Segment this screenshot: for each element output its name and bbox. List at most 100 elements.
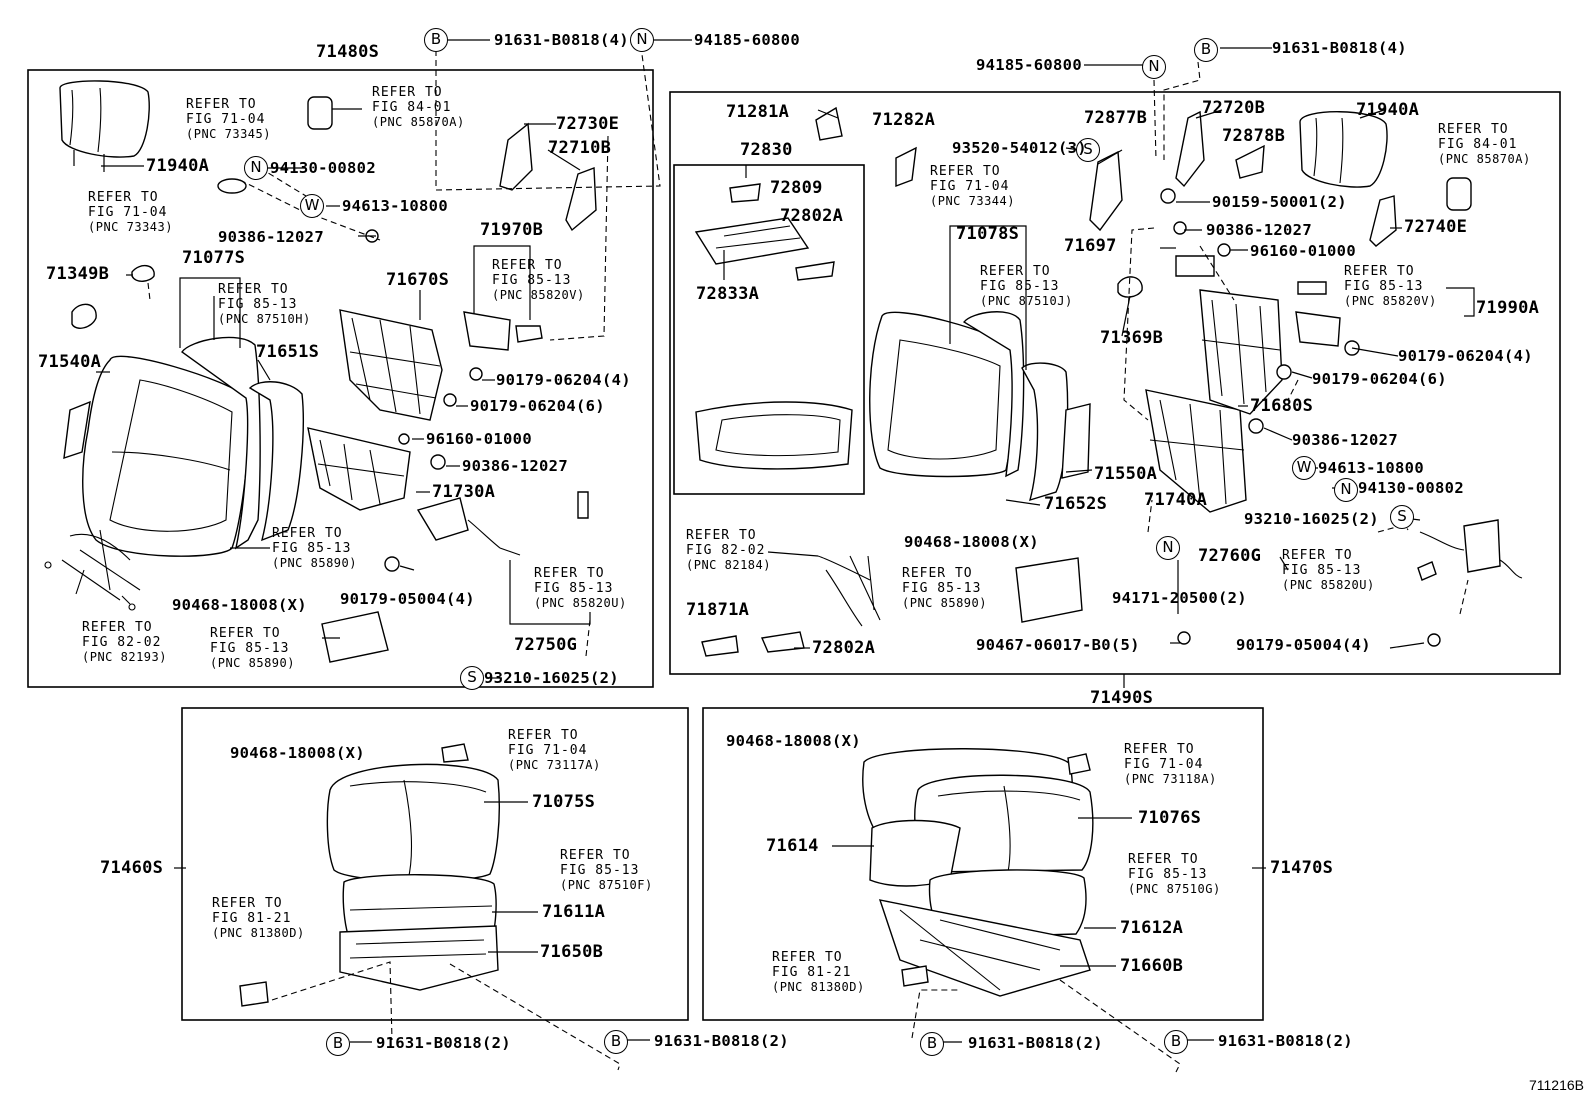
fastener-symbol-s: S [1076, 138, 1100, 162]
part-label: 71369B [1100, 328, 1164, 348]
fastener-symbol-b: B [604, 1030, 628, 1054]
fastener-symbol-b: B [326, 1032, 350, 1056]
part-label: 91631-B0818(4) [1272, 39, 1407, 57]
fastener-symbol-s: S [460, 666, 484, 690]
part-label: 90468-18008(X) [726, 732, 861, 750]
part-label: 91631-B0818(2) [968, 1034, 1103, 1052]
part-label: 72710B [548, 138, 612, 158]
part-label: 71614 [766, 836, 819, 856]
part-label: 71651S [256, 342, 320, 362]
part-label: 90468-18008(X) [904, 533, 1039, 551]
headrest-right [1299, 111, 1472, 211]
part-label: 71871A [686, 600, 750, 620]
part-label: 96160-01000 [1250, 242, 1356, 260]
part-label: 90179-06204(4) [496, 371, 631, 389]
part-label: 71281A [726, 102, 790, 122]
cushion-right-box [702, 707, 1264, 1021]
part-label: 72760G [1198, 546, 1262, 566]
part-label: 71740A [1144, 490, 1208, 510]
part-label: 91631-B0818(4) [494, 31, 629, 49]
part-label: 71680S [1250, 396, 1314, 416]
part-label: 71611A [542, 902, 606, 922]
part-label: 71730A [432, 482, 496, 502]
assembly-label-71490s: 71490S [1090, 688, 1154, 708]
part-label: 72730E [556, 114, 620, 134]
seatback-right [869, 276, 1143, 502]
part-label: 71540A [38, 352, 102, 372]
part-label: 71076S [1138, 808, 1202, 828]
part-label: 90179-05004(4) [1236, 636, 1371, 654]
part-label: 93210-16025(2) [1244, 510, 1379, 528]
part-label: 91631-B0818(2) [1218, 1032, 1353, 1050]
part-label: 71349B [46, 264, 110, 284]
part-label: 71990A [1476, 298, 1540, 318]
fastener-symbol-b: B [920, 1032, 944, 1056]
part-label: 71550A [1094, 464, 1158, 484]
72830-subassembly-box [673, 164, 865, 495]
part-label: 72740E [1404, 217, 1468, 237]
part-label: 90179-05004(4) [340, 590, 475, 608]
assembly-label-71470s: 71470S [1270, 858, 1334, 878]
part-label: 90386-12027 [1292, 431, 1398, 449]
part-label: 96160-01000 [426, 430, 532, 448]
part-label: 72802A [780, 206, 844, 226]
pad-subassembly [694, 183, 853, 470]
part-label: 94130-00802 [270, 159, 376, 177]
dashed-leaders [147, 39, 1469, 1073]
part-label: 71078S [956, 224, 1020, 244]
part-label: 71077S [182, 248, 246, 268]
fastener-symbol-w: W [1292, 456, 1316, 480]
wire-harness-left [44, 529, 141, 611]
part-label: 93520-54012(3) [952, 139, 1087, 157]
fastener-symbol-n: N [1142, 55, 1166, 79]
part-label: 72750G [514, 635, 578, 655]
cushion-right-drawing [862, 748, 1094, 997]
front-left-seat-box [27, 69, 654, 688]
part-label: 72802A [812, 638, 876, 658]
part-label: 71660B [1120, 956, 1184, 976]
illustration-code: 711216B [1528, 1077, 1584, 1093]
fastener-symbol-b: B [1194, 38, 1218, 62]
headrest-left [59, 80, 150, 172]
fastener-symbol-b: B [424, 28, 448, 52]
part-label: 71612A [1120, 918, 1184, 938]
part-label: 91631-B0818(2) [376, 1034, 511, 1052]
part-label: 90468-18008(X) [172, 596, 307, 614]
part-label: 71940A [146, 156, 210, 176]
part-label: 71650B [540, 942, 604, 962]
part-label: 94185-60800 [694, 31, 800, 49]
part-label: 94185-60800 [976, 56, 1082, 74]
part-label: 90386-12027 [1206, 221, 1312, 239]
part-label: 71282A [872, 110, 936, 130]
part-label: 93210-16025(2) [484, 669, 619, 687]
fastener-symbol-w: W [300, 194, 324, 218]
part-label: 72833A [696, 284, 760, 304]
part-label: 90386-12027 [218, 228, 324, 246]
part-label: 71940A [1356, 100, 1420, 120]
part-label: 71697 [1064, 236, 1117, 256]
assembly-label-71480s: 71480S [316, 42, 380, 62]
part-label: 71970B [480, 220, 544, 240]
part-label: 72830 [740, 140, 793, 160]
part-label: 71652S [1044, 494, 1108, 514]
